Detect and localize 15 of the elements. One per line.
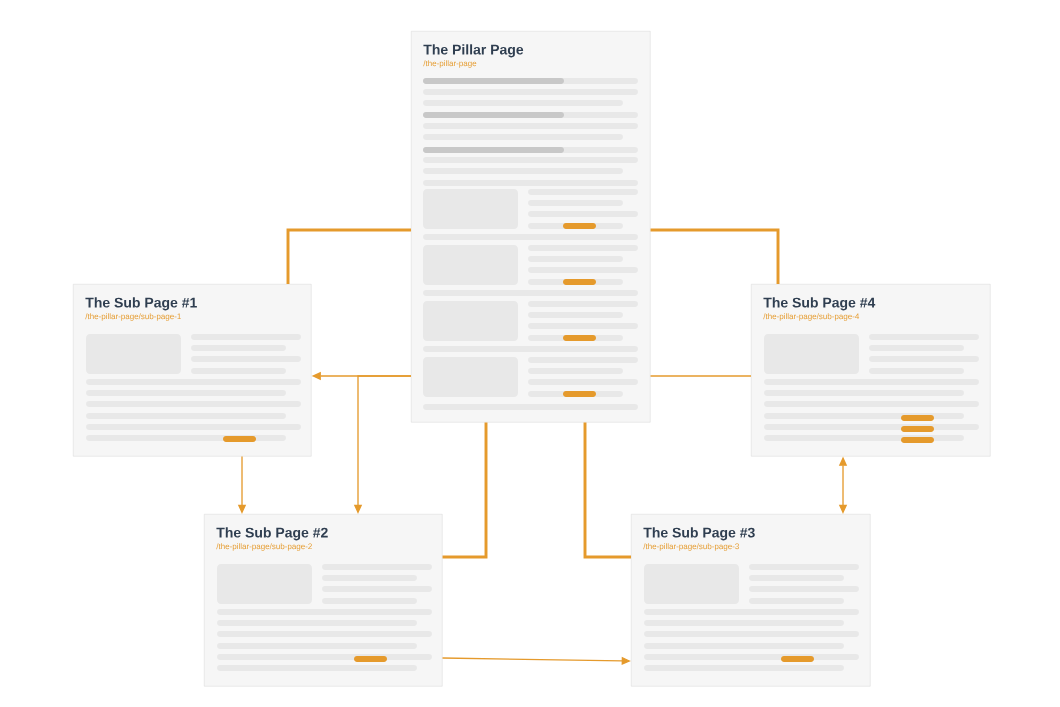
connector	[286, 228, 411, 284]
connector	[650, 228, 780, 284]
url-text: /the-pillar-page/sub-page-3	[643, 543, 739, 551]
connector	[583, 422, 631, 559]
connector	[649, 375, 752, 377]
connector	[442, 422, 488, 559]
url-text: /the-pillar-page/sub-page-2	[216, 543, 312, 551]
page-title: The Sub Page #2	[216, 527, 328, 541]
page-title: The Sub Page #4	[763, 297, 876, 311]
url-text: /the-pillar-page/sub-page-1	[85, 313, 181, 321]
page-title: The Sub Page #3	[643, 527, 755, 541]
url-text: /the-pillar-page/sub-page-4	[763, 313, 860, 321]
url-text: /the-pillar-page	[423, 60, 477, 68]
page-title: The Sub Page #1	[85, 297, 197, 311]
page-title: The Pillar Page	[423, 44, 524, 58]
